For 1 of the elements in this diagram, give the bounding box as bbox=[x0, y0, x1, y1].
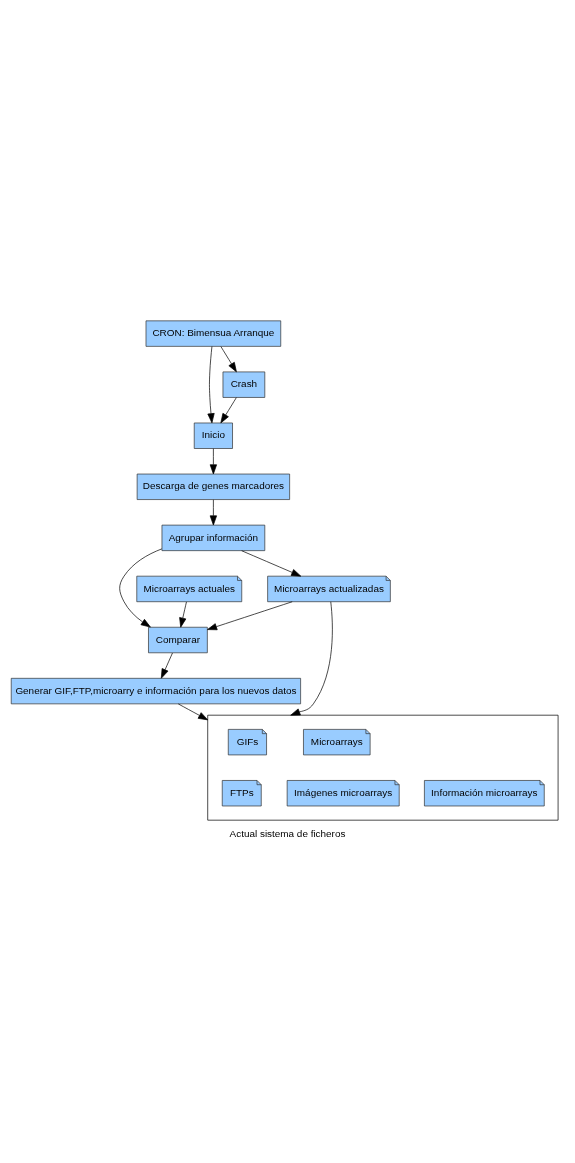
caption: Actual sistema de ficheros bbox=[229, 827, 346, 839]
